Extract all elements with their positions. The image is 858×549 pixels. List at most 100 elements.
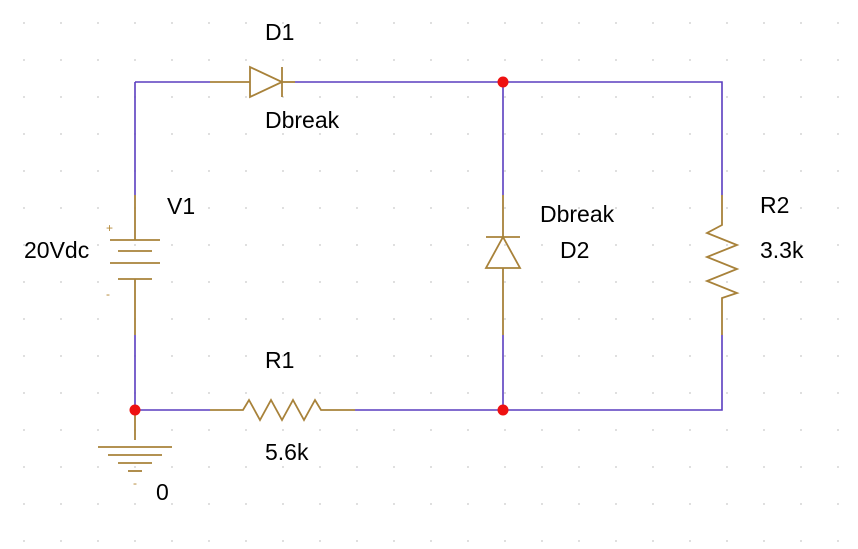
wire-top-right[interactable] — [503, 81, 723, 195]
grid-dot — [504, 429, 506, 431]
d2-reference-label[interactable]: D2 — [560, 237, 589, 263]
r2-reference-label[interactable]: R2 — [760, 192, 789, 218]
grid-dot — [60, 96, 62, 98]
junction-dot-top[interactable] — [497, 76, 509, 88]
grid-dot — [393, 466, 395, 468]
grid-dot — [356, 96, 358, 98]
resistor-r1[interactable] — [210, 398, 355, 422]
junction-dot-ground[interactable] — [129, 404, 141, 416]
grid-dot — [541, 540, 543, 542]
grid-dot — [430, 355, 432, 357]
grid-dot — [800, 244, 802, 246]
grid-dot — [430, 281, 432, 283]
r1-value-label[interactable]: 5.6k — [265, 439, 309, 465]
grid-dot — [763, 244, 765, 246]
grid-dot — [652, 281, 654, 283]
grid-dot — [393, 59, 395, 61]
r2-value-label[interactable]: 3.3k — [760, 237, 804, 263]
grid-dot — [245, 59, 247, 61]
grid-dot — [171, 96, 173, 98]
grid-dot — [467, 466, 469, 468]
grid-dot — [171, 429, 173, 431]
grid-dot — [430, 207, 432, 209]
grid-dot — [208, 392, 210, 394]
grid-dot — [356, 429, 358, 431]
grid-dot — [208, 22, 210, 24]
grid-dot — [615, 59, 617, 61]
grid-dot — [430, 392, 432, 394]
grid-dot — [467, 429, 469, 431]
v1-reference-label[interactable]: V1 — [167, 193, 195, 219]
grid-dot — [393, 318, 395, 320]
grid-dot — [208, 244, 210, 246]
grid-dot — [23, 244, 25, 246]
resistor-r2[interactable] — [704, 195, 740, 335]
grid-dot — [319, 392, 321, 394]
grid-dot — [171, 170, 173, 172]
wire-left-bottom[interactable] — [134, 335, 210, 411]
grid-dot — [356, 59, 358, 61]
grid-dot — [171, 133, 173, 135]
d2-model-label[interactable]: Dbreak — [540, 201, 615, 227]
grid-dot — [134, 540, 136, 542]
grid-dot — [689, 96, 691, 98]
battery-plus-sign: + — [106, 221, 113, 235]
grid-dot — [652, 503, 654, 505]
grid-dot — [282, 59, 284, 61]
ground-net-label[interactable]: 0 — [156, 479, 169, 505]
diode-d1[interactable] — [210, 65, 295, 99]
grid-dot — [578, 22, 580, 24]
grid-dot — [541, 96, 543, 98]
grid-dot — [245, 22, 247, 24]
grid-dot — [467, 392, 469, 394]
grid-dot — [541, 318, 543, 320]
r1-reference-label[interactable]: R1 — [265, 347, 294, 373]
diode-d2[interactable] — [484, 195, 522, 335]
junctions — [129, 76, 509, 416]
grid-dot — [837, 503, 839, 505]
grid-dot — [282, 466, 284, 468]
grid-dot — [615, 170, 617, 172]
grid-dot — [23, 59, 25, 61]
grid-dot — [356, 170, 358, 172]
grid-dot — [23, 392, 25, 394]
grid-dot — [23, 207, 25, 209]
grid-dot — [282, 540, 284, 542]
grid-dot — [282, 318, 284, 320]
grid-dot — [319, 22, 321, 24]
grid-dot — [208, 207, 210, 209]
grid-dot — [689, 281, 691, 283]
v1-value-label[interactable]: 20Vdc — [24, 237, 89, 263]
grid-dot — [467, 22, 469, 24]
grid-dot — [467, 96, 469, 98]
grid-dot — [393, 503, 395, 505]
grid-dot — [467, 207, 469, 209]
grid-dot — [134, 503, 136, 505]
grid-dot — [689, 244, 691, 246]
grid-dot — [134, 22, 136, 24]
grid-dot — [60, 170, 62, 172]
battery-v1[interactable]: + - — [106, 195, 160, 335]
grid-dot — [319, 207, 321, 209]
junction-dot-bottom[interactable] — [497, 404, 509, 416]
grid-dot — [97, 355, 99, 357]
grid-dot — [504, 355, 506, 357]
grid-dot — [541, 355, 543, 357]
grid-dot — [800, 429, 802, 431]
grid-dot — [171, 207, 173, 209]
grid-dot — [393, 96, 395, 98]
d1-reference-label[interactable]: D1 — [265, 19, 294, 45]
grid-dot — [652, 170, 654, 172]
grid-dot — [837, 318, 839, 320]
grid-dot — [652, 133, 654, 135]
grid-dot — [763, 503, 765, 505]
grid-dot — [800, 503, 802, 505]
grid-dot — [615, 281, 617, 283]
grid-dot — [467, 281, 469, 283]
d1-model-label[interactable]: Dbreak — [265, 107, 340, 133]
wire-right-bottom[interactable] — [503, 335, 723, 411]
ground-symbol[interactable] — [98, 410, 172, 472]
grid-dot — [245, 503, 247, 505]
grid-dot — [356, 244, 358, 246]
